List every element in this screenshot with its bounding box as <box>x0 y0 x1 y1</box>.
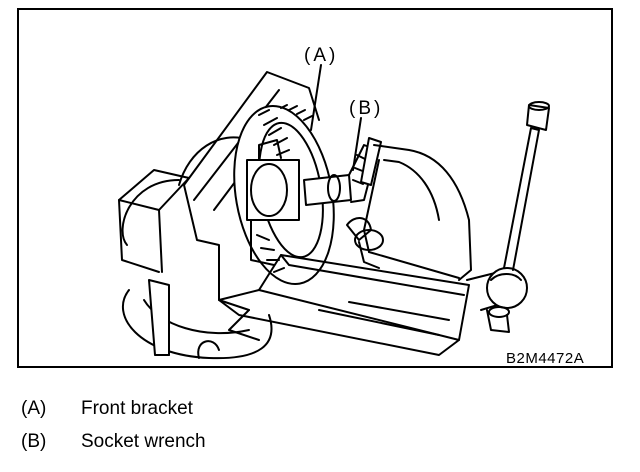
socket-wrench <box>303 137 382 241</box>
legend: (A) Front bracket (B) Socket wrench <box>21 398 206 464</box>
legend-item-front-bracket: (A) Front bracket <box>21 398 206 431</box>
front-bracket-gear <box>233 104 335 286</box>
legend-item-socket-wrench: (B) Socket wrench <box>21 431 206 464</box>
vise-base <box>122 289 273 360</box>
figure-frame: (A) (B) B2M4472A <box>17 8 613 368</box>
callout-label-a: (A) <box>304 45 339 66</box>
bench-vise-illustration <box>118 64 550 360</box>
legend-label: Socket wrench <box>81 431 206 452</box>
figure-code: B2M4472A <box>506 350 585 367</box>
callout-leader-a <box>310 64 322 131</box>
callout-leader-b <box>352 117 362 171</box>
vise-slide <box>218 254 470 356</box>
callout-label-b: (B) <box>349 98 384 119</box>
legend-key: (A) <box>21 398 47 419</box>
vise-screw-handle <box>466 101 550 333</box>
vise-movable-jaw <box>354 144 472 281</box>
legend-label: Front bracket <box>81 398 193 419</box>
legend-key: (B) <box>21 431 47 452</box>
